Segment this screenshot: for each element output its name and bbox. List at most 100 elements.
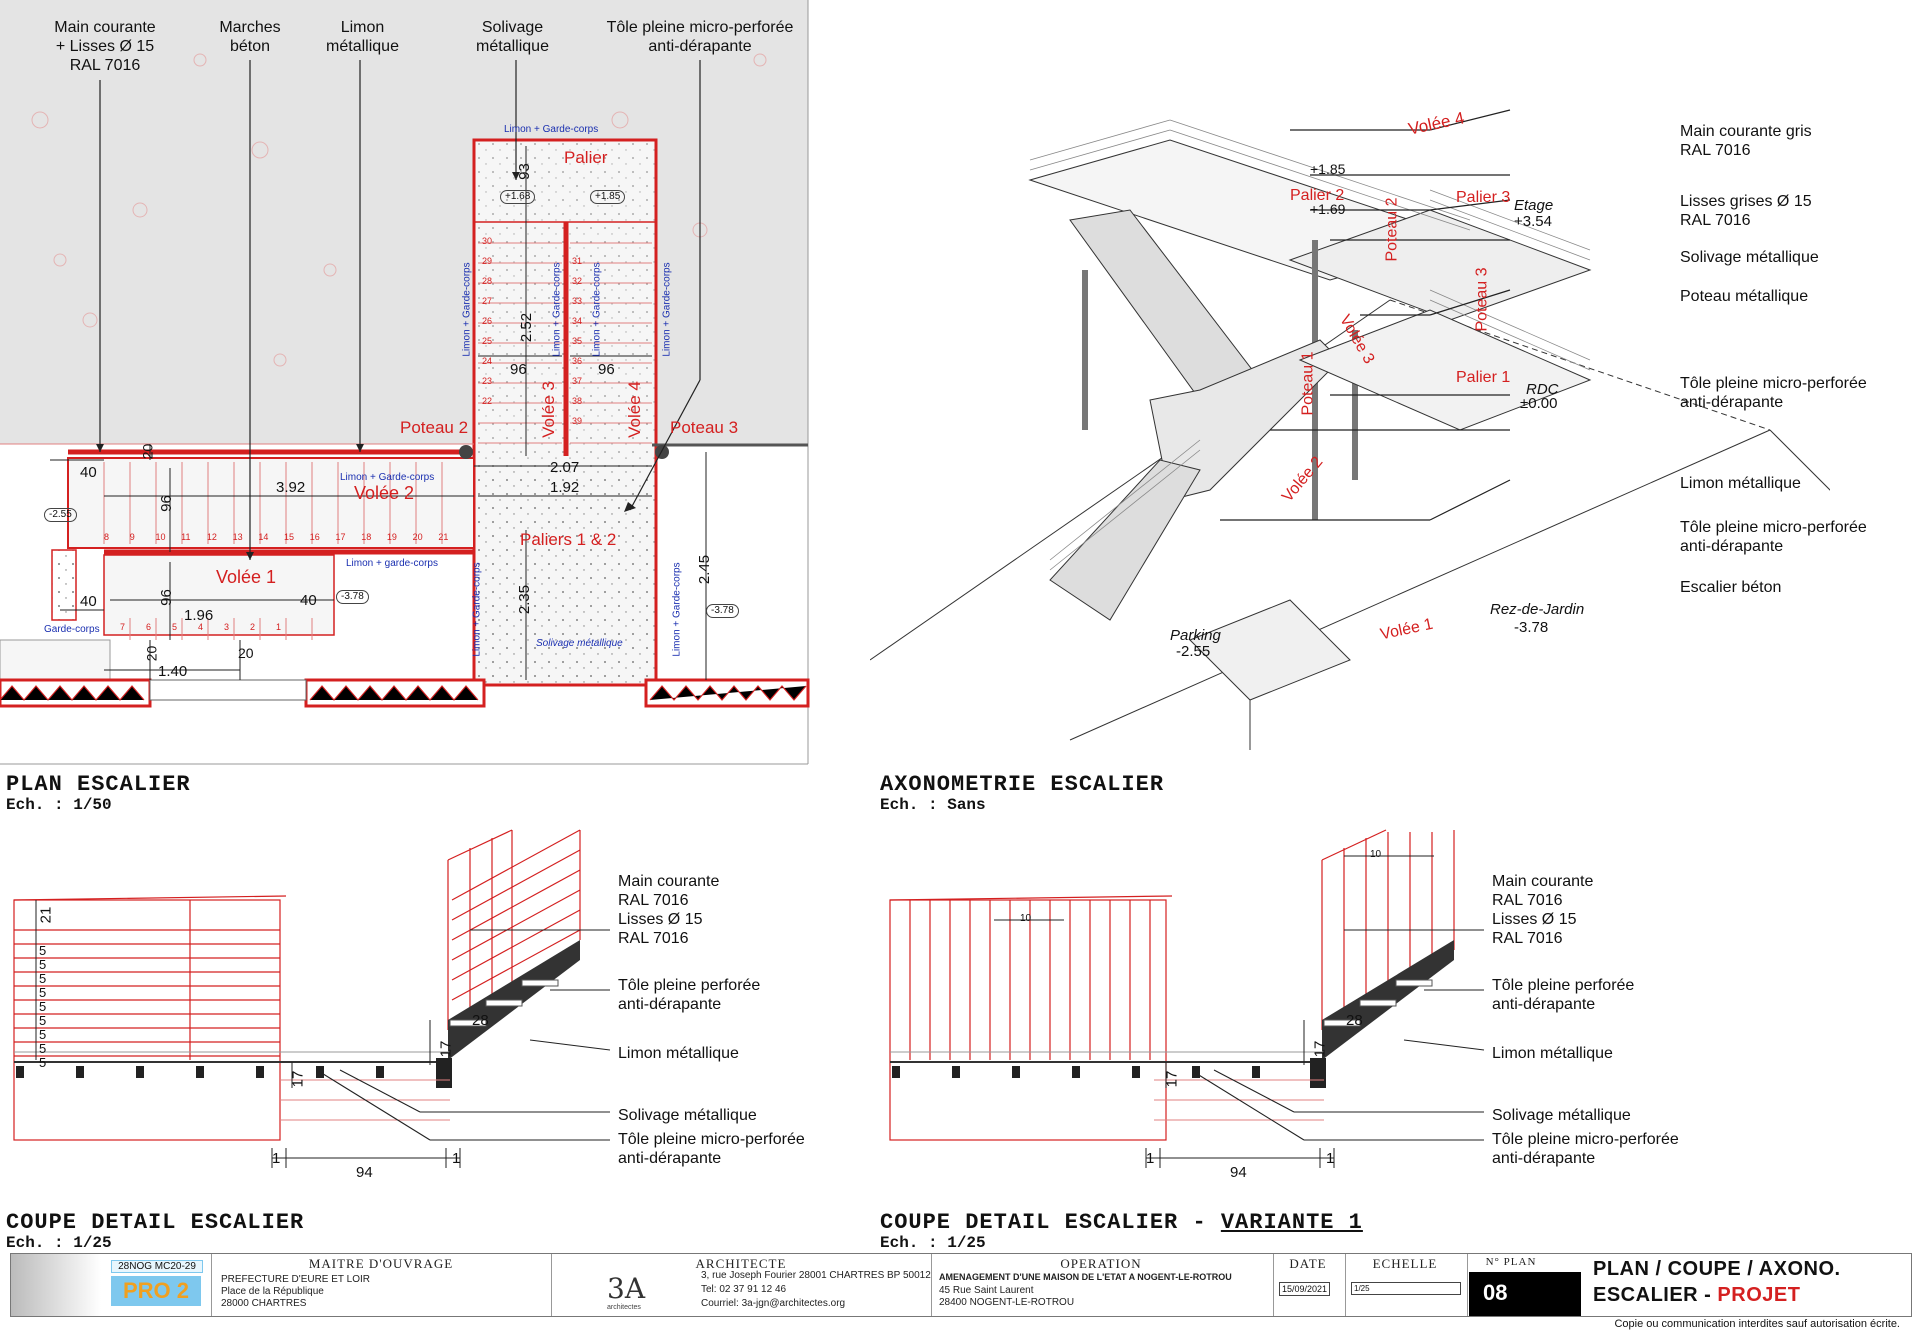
- cartouche-title-line2: ESCALIER - PROJET: [1593, 1284, 1800, 1307]
- axo-callout-tole-1: Tôle pleine micro-perforée anti-dérapant…: [1680, 375, 1867, 411]
- plan-scale: Ech. : 1/50: [6, 796, 112, 814]
- architecte-logo-sub: architectes: [607, 1304, 641, 1311]
- cartouche-title-line1: PLAN / COUPE / AXONO.: [1593, 1258, 1841, 1280]
- dim-5: 5: [39, 1027, 47, 1042]
- dim-5: 5: [39, 957, 47, 972]
- axo-label-parking: Parking: [1170, 627, 1221, 644]
- cartouche-gradient: [11, 1254, 101, 1316]
- plan-dim-196: 1.96: [184, 607, 214, 624]
- axo-label-185: +1.85: [1310, 161, 1346, 177]
- coupe1-dim-94: 94: [356, 1164, 373, 1181]
- coupe2-callout-tole-micro: Tôle pleine micro-perforée anti-dérapant…: [1492, 1131, 1679, 1167]
- plan-dim-40-b: 40: [80, 593, 97, 610]
- step-number: 36: [572, 356, 583, 366]
- cartouche-separator: [931, 1254, 932, 1316]
- coupe2-scale: Ech. : 1/25: [880, 1234, 986, 1252]
- cartouche-date-header: DATE: [1289, 1256, 1327, 1271]
- axo-callout-poteau: Poteau métallique: [1680, 288, 1809, 305]
- plan-label-garde-corps: Garde-corps: [44, 624, 100, 635]
- axo-label-palier2: Palier 2: [1290, 187, 1345, 204]
- plan-callout-tole: Tôle pleine micro-perforée anti-dérapant…: [606, 19, 794, 55]
- axo-callout-solivage: Solivage métallique: [1680, 249, 1819, 266]
- plan-label-limon-gc-v4: Limon + Garde-corps: [591, 262, 603, 357]
- cartouche-maitre-line: Place de la République: [221, 1286, 324, 1297]
- coupe-variante-drawing: [889, 829, 1485, 1168]
- step-number: 34: [572, 316, 583, 326]
- step-number: 12: [206, 532, 217, 542]
- step-number: 30: [482, 236, 493, 246]
- coupe1-callout-main-courante: Main courante RAL 7016 Lisses Ø 15 RAL 7…: [618, 873, 720, 947]
- step-number: 20: [412, 532, 423, 542]
- step-number: 39: [572, 416, 583, 426]
- cartouche-maitre-line: 28000 CHARTRES: [221, 1298, 307, 1309]
- plan-dim-40-left: 40: [80, 464, 97, 481]
- coupe2-title: COUPE DETAIL ESCALIER - VARIANTE 1: [880, 1210, 1363, 1235]
- axo-title: AXONOMETRIE ESCALIER: [880, 772, 1165, 797]
- plan-dim-20-c: 20: [238, 645, 254, 661]
- plan-dim-93: 93: [515, 163, 533, 180]
- cartouche-title-status: PROJET: [1717, 1284, 1801, 1306]
- axo-label-169: +1.69: [1310, 201, 1346, 217]
- plan-label-limon-gc-v3b: Limon + Garde-corps: [551, 262, 563, 357]
- step-number: 32: [572, 276, 583, 286]
- dim-5: 5: [39, 1055, 47, 1070]
- cartouche-title-line2-text: ESCALIER -: [1593, 1284, 1718, 1306]
- step-number: 19: [386, 532, 397, 542]
- step-number: 37: [572, 376, 583, 386]
- axo-label-rdj: Rez-de-Jardin: [1490, 601, 1585, 618]
- axo-callout-escalier-beton: Escalier béton: [1680, 579, 1782, 596]
- coupe2-dim-1-left: 1: [1146, 1150, 1155, 1167]
- step-number: 29: [482, 256, 493, 266]
- dim-5: 5: [39, 1013, 47, 1028]
- dim-5: 5: [39, 971, 47, 986]
- coupe1-dim-21: 21: [37, 906, 55, 924]
- plan-level-255: -2.55: [44, 508, 77, 522]
- coupe2-dim-94: 94: [1230, 1164, 1247, 1181]
- plan-label-poteau3: Poteau 3: [670, 418, 739, 437]
- cartouche-maitre-line: PREFECTURE D'EURE ET LOIR: [221, 1274, 370, 1285]
- step-number: 1: [276, 622, 282, 632]
- plan-dim-20-top: 20: [139, 443, 156, 460]
- plan-escalier-drawing: [0, 0, 810, 765]
- plan-steps-volee2: 8 9 10 11 12 13 14 15 16 17 18 19 20 21: [104, 532, 464, 542]
- step-number: 31: [572, 256, 583, 266]
- step-number: 24: [482, 356, 493, 366]
- axo-label-rdc-lvl: ±0.00: [1520, 395, 1558, 412]
- coupe1-callout-solivage: Solivage métallique: [618, 1107, 757, 1124]
- step-number: 28: [482, 276, 493, 286]
- coupe2-dim-10-rail: 10: [1020, 913, 1032, 924]
- step-number: 6: [146, 622, 152, 632]
- plan-dim-192: 1.92: [550, 479, 580, 496]
- plan-title: PLAN ESCALIER: [6, 772, 191, 797]
- step-number: 22: [482, 396, 493, 406]
- step-number: 18: [361, 532, 372, 542]
- axo-label-etage: Etage: [1514, 197, 1554, 214]
- step-number: 9: [129, 532, 135, 542]
- step-number: 27: [482, 296, 493, 306]
- cartouche-separator: [1345, 1254, 1346, 1316]
- plan-label-poteau2: Poteau 2: [400, 418, 469, 437]
- plan-dim-252: 2.52: [518, 312, 536, 343]
- step-number: 5: [172, 622, 178, 632]
- step-number: 8: [104, 532, 110, 542]
- coupe2-callout-main-courante: Main courante RAL 7016 Lisses Ø 15 RAL 7…: [1492, 873, 1594, 947]
- step-number: 11: [181, 532, 191, 542]
- step-number: 17: [335, 532, 346, 542]
- plan-steps-volee1: 7 6 5 4 3 2 1: [120, 622, 340, 632]
- plan-dim-235: 2.35: [516, 584, 534, 615]
- step-number: 26: [482, 316, 493, 326]
- cartouche-date: 15/09/2021: [1279, 1282, 1331, 1296]
- coupe1-scale: Ech. : 1/25: [6, 1234, 112, 1252]
- coupe2-callout-solivage: Solivage métallique: [1492, 1107, 1631, 1124]
- plan-label-limon-gc-lv1: Limon + Garde-corps: [471, 562, 483, 657]
- cartouche-echelle-header: ECHELLE: [1372, 1256, 1438, 1271]
- dim-5: 5: [39, 1041, 47, 1056]
- coupe1-dim-1-right: 1: [452, 1150, 461, 1167]
- coupe1-callout-tole-micro: Tôle pleine micro-perforée anti-dérapant…: [618, 1131, 805, 1167]
- plan-label-volee3: Volée 3: [538, 381, 558, 438]
- cartouche-architecte-line: 3, rue Joseph Fourier 28001 CHARTRES BP …: [701, 1270, 931, 1281]
- cartouche-separator: [551, 1254, 552, 1316]
- plan-label-palier: Palier: [564, 148, 608, 167]
- plan-dim-20-b: 20: [143, 645, 160, 662]
